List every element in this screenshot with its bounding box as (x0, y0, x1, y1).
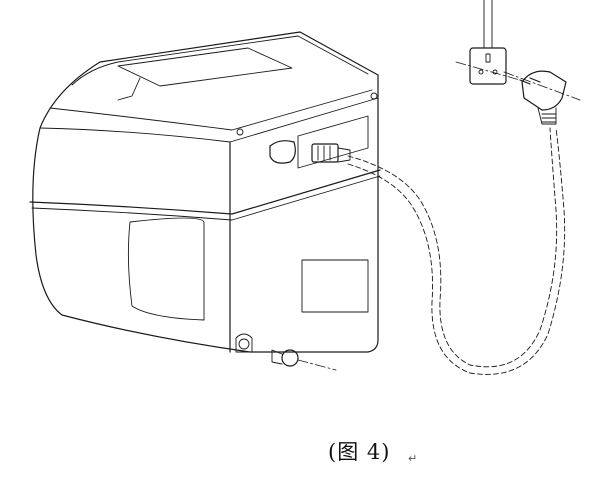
cord-line-b (347, 127, 566, 375)
figure-caption: (图 4) (328, 440, 391, 464)
plug-neck (537, 107, 557, 125)
ground-screw (271, 349, 337, 371)
paragraph-return-mark: ↵ (408, 452, 418, 465)
socket-earth-slot (485, 53, 491, 63)
power-connection-diagram (29, 0, 581, 375)
lid-panel-front (117, 77, 141, 101)
screw-axis-line (297, 359, 337, 371)
lid-outline (71, 35, 369, 86)
plug-strain-relief (541, 113, 557, 123)
screw-head (281, 349, 299, 367)
top-surface-front-edge (39, 127, 231, 143)
socket-body (469, 47, 507, 85)
ground-screw-hole (238, 338, 250, 350)
screw-top-right (370, 92, 378, 100)
iec-connector (311, 143, 351, 163)
lid-front-lip (49, 89, 373, 131)
rating-label (301, 259, 369, 313)
socket-hole-left (478, 69, 484, 75)
iec-plug-grip (337, 147, 351, 163)
socket-cable (483, 0, 493, 49)
waist-seam (29, 169, 381, 215)
ground-screw-boss (235, 333, 253, 353)
top-edge-right (229, 97, 379, 143)
lid-panel (117, 47, 293, 87)
waist-seam-lower (31, 175, 381, 221)
serial-port (269, 140, 296, 164)
screw-top-left (236, 128, 244, 136)
screw-shank (271, 349, 283, 365)
device (29, 31, 381, 353)
socket-axis-line (455, 61, 521, 81)
cord-line-a (347, 127, 558, 368)
front-window (127, 217, 205, 321)
plug-axis-line (503, 71, 581, 101)
power-cord (347, 127, 566, 375)
plug-pins (519, 77, 541, 85)
rear-connector-panel (297, 115, 369, 169)
mains-plug (503, 70, 581, 125)
wall-socket (455, 0, 521, 85)
iec-plug-body (311, 143, 339, 163)
iec-plug-ridges (317, 145, 331, 161)
plug-body (521, 70, 567, 111)
